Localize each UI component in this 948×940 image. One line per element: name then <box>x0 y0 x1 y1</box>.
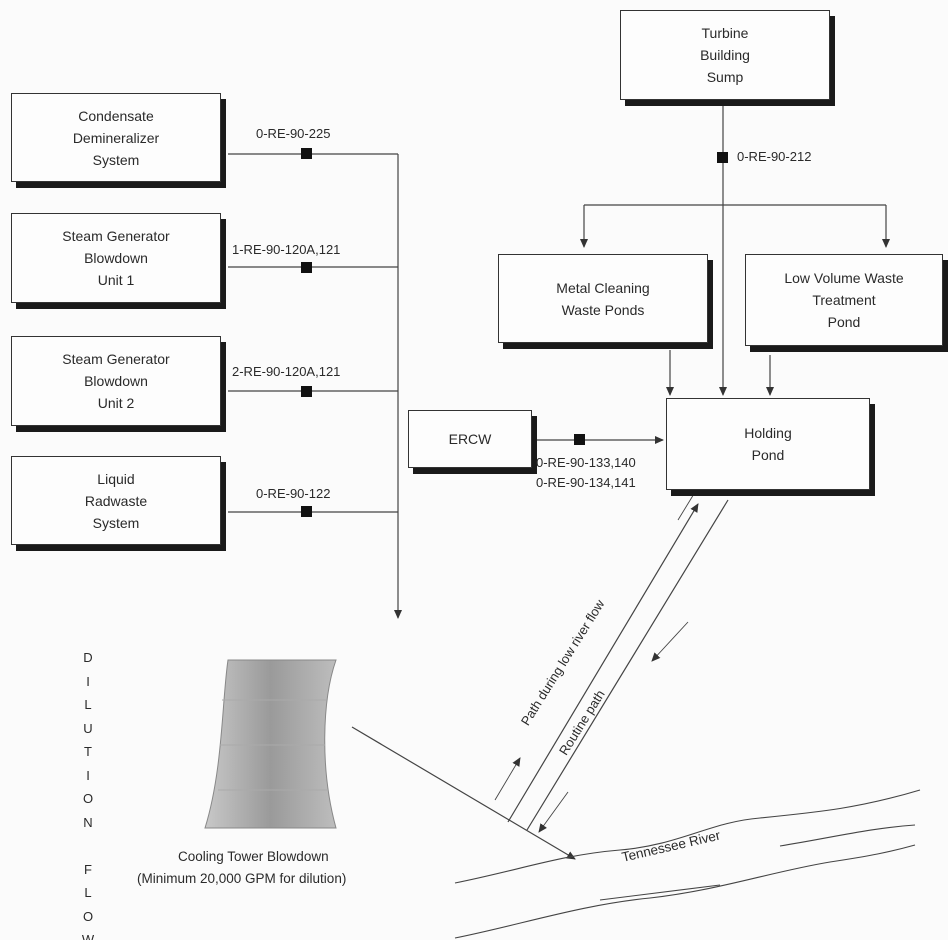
steam-generator-unit2-box: Steam Generator Blowdown Unit 2 <box>11 336 221 426</box>
dilution-letter <box>80 834 96 858</box>
river-paths <box>351 483 729 860</box>
cooling-tower-graphic <box>204 659 337 829</box>
monitor-marker-u1 <box>301 262 312 273</box>
low-volume-waste-treatment-pond-box: Low Volume Waste Treatment Pond <box>745 254 943 346</box>
monitor-marker-212 <box>717 152 728 163</box>
routine-arrow-lower <box>538 791 569 833</box>
dilution-letter: T <box>84 744 92 759</box>
monitor-marker-122 <box>301 506 312 517</box>
routine-path-line <box>526 499 729 831</box>
river-banks <box>454 789 921 939</box>
cooling-tower-texture <box>218 699 328 791</box>
dilution-letter: O <box>82 791 94 806</box>
metal-cleaning-waste-ponds-box: Metal Cleaning Waste Ponds <box>498 254 708 343</box>
low-flow-arrow-lower <box>494 757 521 801</box>
dilution-letter: L <box>84 697 92 712</box>
dilution-letter: O <box>82 908 94 924</box>
dilution-letter: I <box>86 767 90 783</box>
dilution-letter: L <box>84 885 92 900</box>
river-upper-bank <box>454 789 921 884</box>
monitor-label-225: 0-RE-90-225 <box>256 126 331 141</box>
monitor-label-unit2: 2-RE-90-120A,121 <box>232 364 341 379</box>
river-middle-line-b <box>779 824 916 847</box>
ercw-box: ERCW <box>408 410 532 468</box>
cooling-tower-label-line1: Cooling Tower Blowdown <box>178 849 329 864</box>
monitor-markers <box>301 148 728 517</box>
river-middle-line-a <box>599 884 721 901</box>
turbine-building-sump-box: Turbine Building Sump <box>620 10 830 100</box>
dilution-letter: I <box>86 673 90 689</box>
monitor-label-212: 0-RE-90-212 <box>737 149 812 164</box>
holding-pond-box: Holding Pond <box>666 398 870 490</box>
monitor-marker-225 <box>301 148 312 159</box>
tower-blowdown-line <box>351 726 576 860</box>
steam-generator-unit1-box: Steam Generator Blowdown Unit 1 <box>11 213 221 303</box>
cooling-tower-label-line2: (Minimum 20,000 GPM for dilution) <box>137 871 347 886</box>
source-lines <box>228 153 402 619</box>
dilution-letter: D <box>83 650 93 665</box>
liquid-radwaste-box: Liquid Radwaste System <box>11 456 221 545</box>
river-lower-bank <box>454 844 916 939</box>
monitor-label-ercw-b: 0-RE-90-134,141 <box>536 475 636 490</box>
monitor-marker-ercw <box>574 434 585 445</box>
dilution-letter: F <box>84 861 92 877</box>
monitor-marker-u2 <box>301 386 312 397</box>
dilution-flow-label: D I L U T I O N F L O W <box>80 646 96 940</box>
dilution-letter: N <box>83 814 93 830</box>
low-flow-path-line <box>507 503 699 823</box>
routine-arrow-upper <box>651 621 689 662</box>
monitor-label-ercw-a: 0-RE-90-133,140 <box>536 455 636 470</box>
monitor-label-unit1: 1-RE-90-120A,121 <box>232 242 341 257</box>
low-flow-arrow-upper <box>677 483 701 521</box>
dilution-letter: W <box>81 932 95 940</box>
monitor-label-122: 0-RE-90-122 <box>256 486 331 501</box>
condensate-demineralizer-box: Condensate Demineralizer System <box>11 93 221 182</box>
dilution-letter: U <box>83 720 93 736</box>
